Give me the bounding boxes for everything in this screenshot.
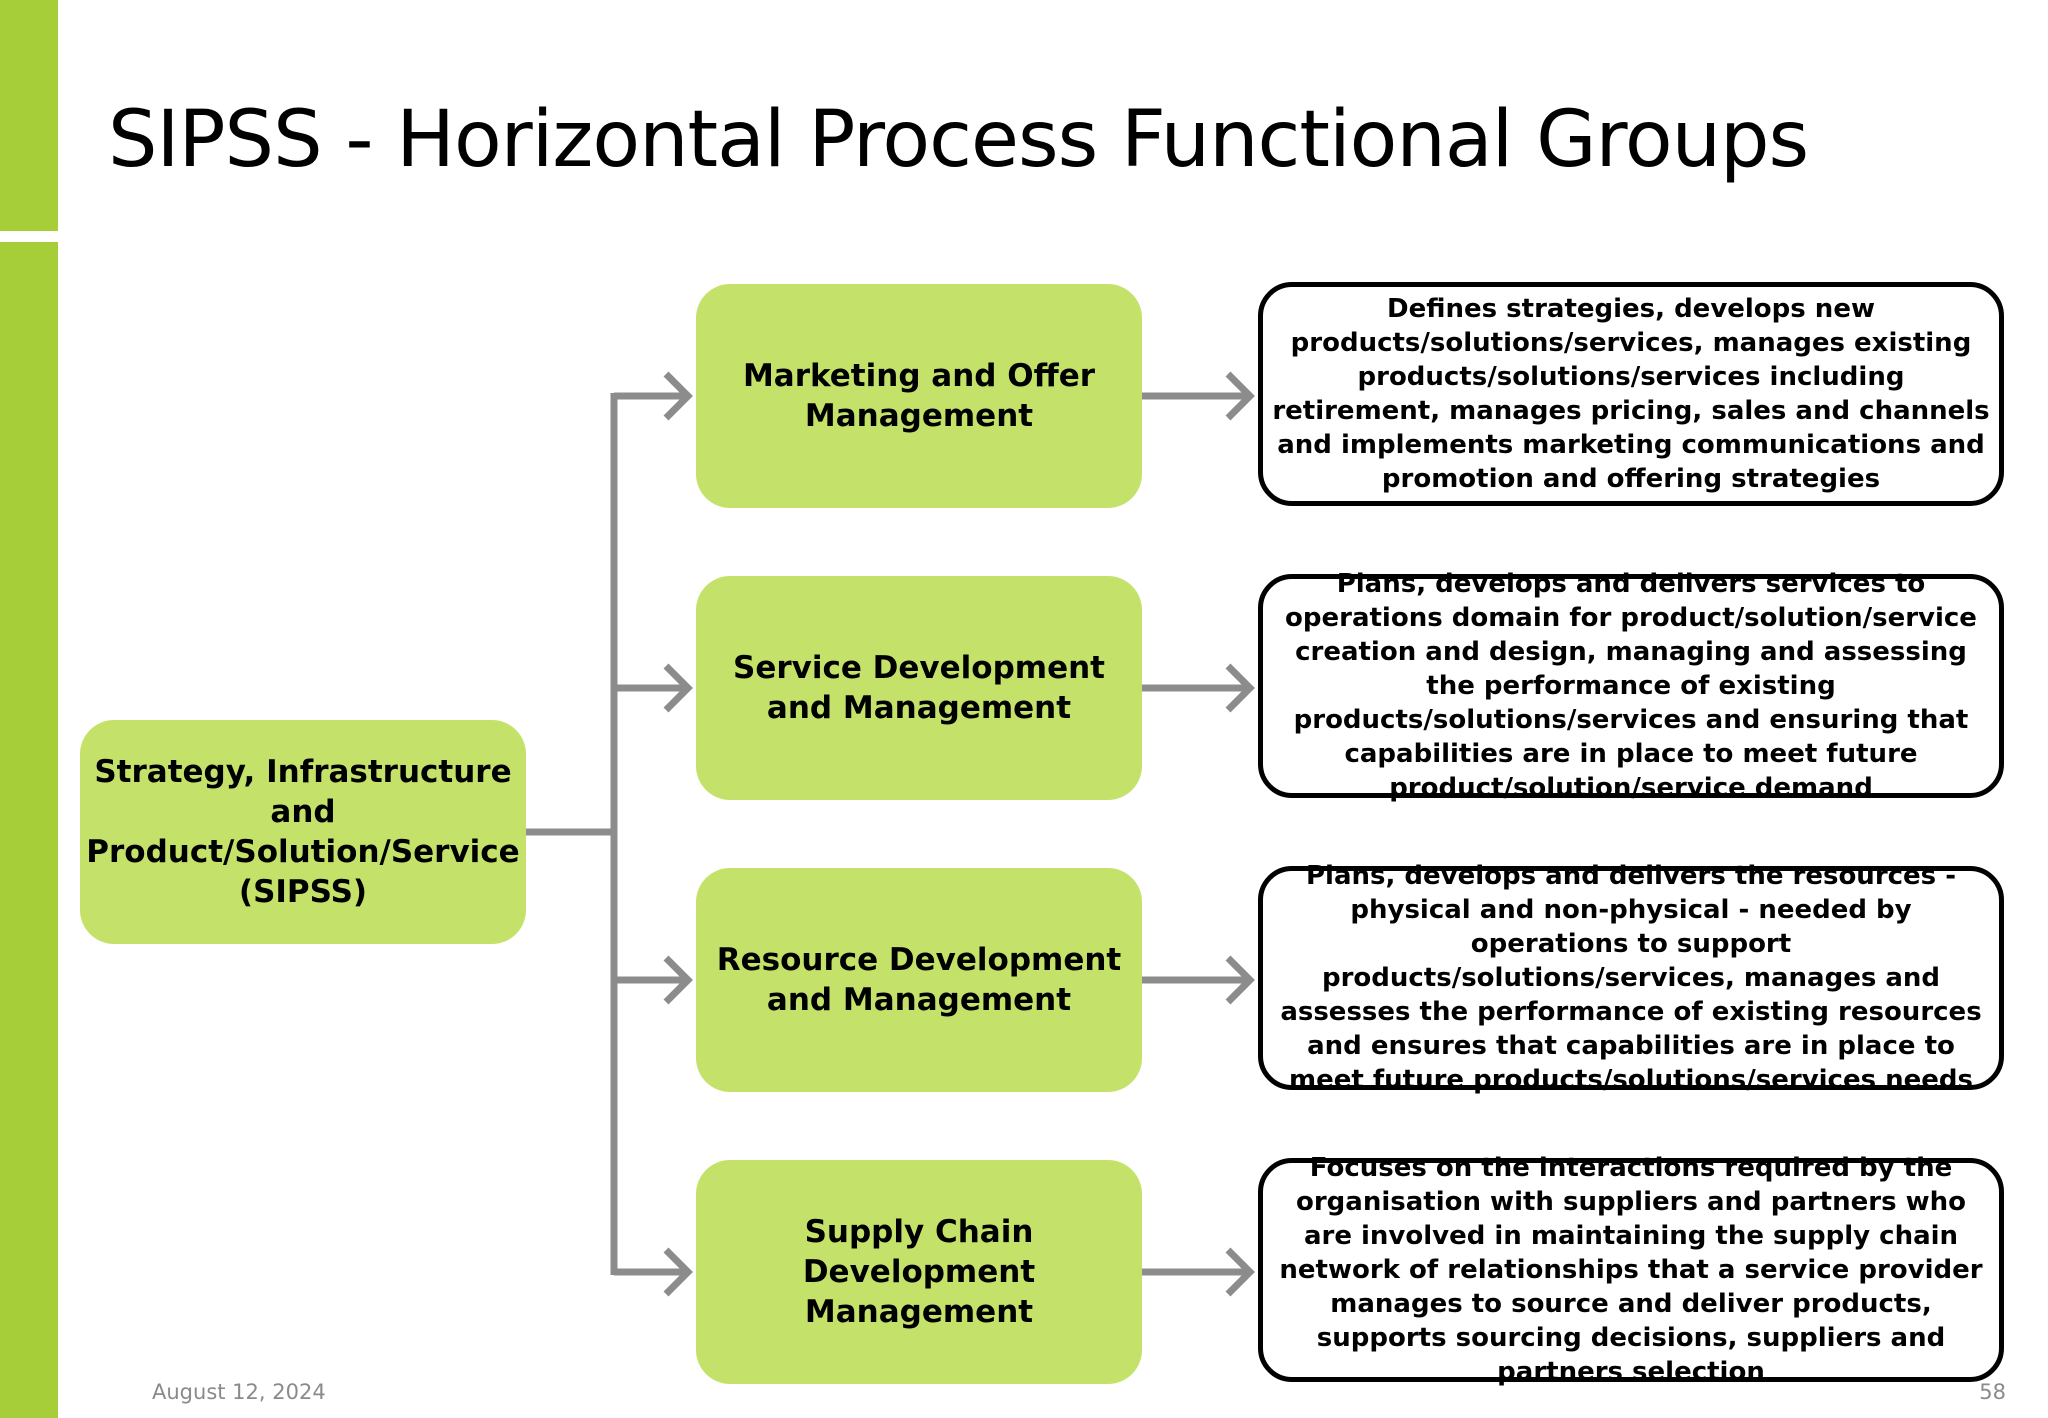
root-node-sipss: Strategy, Infrastructure and Product/Sol…	[80, 720, 526, 944]
group-node-label: Marketing and Offer Management	[742, 358, 1096, 434]
arrow-head-icon	[663, 663, 693, 713]
group-node-label: Service Development and Management	[733, 650, 1105, 726]
arrow-head-icon	[1225, 955, 1255, 1005]
group-node-service-development: Service Development and Management	[696, 576, 1142, 800]
description-box-resource-development: Plans, develops and delivers the resourc…	[1258, 861, 2004, 1095]
footer-page-number: 58	[1979, 1380, 2006, 1404]
accent-bar-bottom	[0, 242, 58, 1418]
description-text: Plans, develops and delivers the resourc…	[1280, 861, 1982, 1095]
arrow-head-icon	[663, 955, 693, 1005]
description-box-supply-chain: Focuses on the interactions required by …	[1258, 1153, 2004, 1387]
group-node-label: Resource Development and Management	[716, 942, 1122, 1018]
arrow-head-icon	[663, 1247, 693, 1297]
description-text: Focuses on the interactions required by …	[1279, 1153, 1983, 1387]
description-text: Defines strategies, develops new product…	[1272, 294, 1990, 494]
arrow-head-icon	[663, 371, 693, 421]
description-text: Plans, develops and delivers services to…	[1285, 569, 1977, 803]
arrow-head-icon	[1225, 1247, 1255, 1297]
group-node-resource-development: Resource Development and Management	[696, 868, 1142, 1092]
group-node-marketing-offer: Marketing and Offer Management	[696, 284, 1142, 508]
slide-title: SIPSS - Horizontal Process Functional Gr…	[108, 95, 1809, 185]
description-box-service-development: Plans, develops and delivers services to…	[1258, 569, 2004, 803]
group-node-supply-chain: Supply Chain Development Management	[696, 1160, 1142, 1384]
description-box-marketing-offer: Defines strategies, develops new product…	[1258, 282, 2004, 506]
footer-date: August 12, 2024	[152, 1380, 326, 1404]
root-node-label: Strategy, Infrastructure and Product/Sol…	[86, 754, 520, 910]
group-node-label: Supply Chain Development Management	[802, 1214, 1036, 1330]
arrow-head-icon	[1225, 371, 1255, 421]
arrow-head-icon	[1225, 663, 1255, 713]
accent-bar-top	[0, 0, 58, 231]
